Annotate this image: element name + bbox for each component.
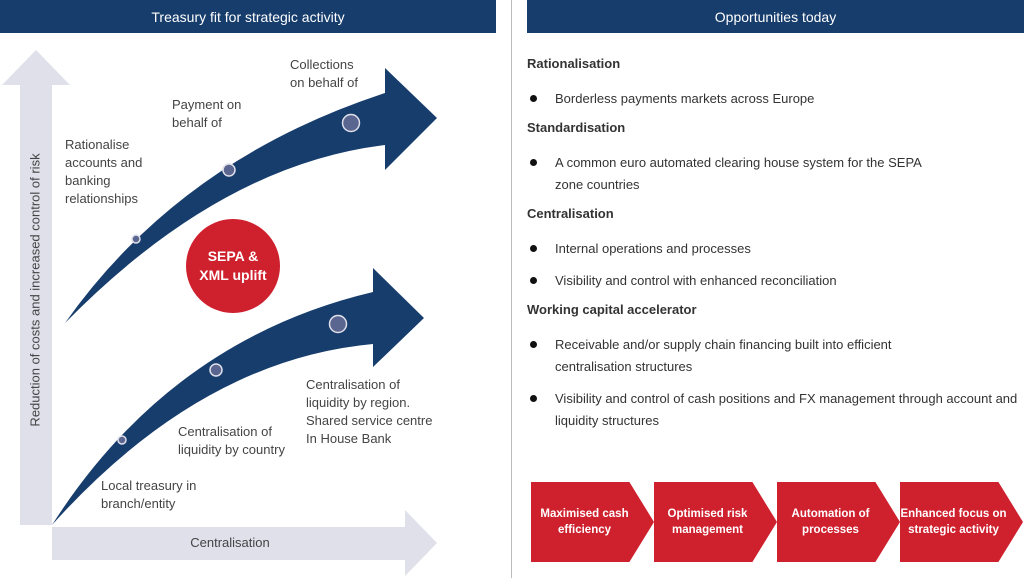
outcome-chevron: Maximised cash efficiency (531, 482, 654, 562)
section-heading: Centralisation (527, 206, 614, 221)
x-axis-label: Centralisation (190, 535, 270, 550)
outcome-chevron: Optimised risk management (654, 482, 777, 562)
outcome-label: Enhanced focus on strategic activity (900, 508, 1007, 536)
upper-progress-arrow (65, 68, 437, 323)
stage-marker (209, 363, 223, 377)
outcome-chevron: Enhanced focus on strategic activity (900, 482, 1023, 562)
stage-label: Centralisation of liquidity by country (178, 424, 285, 457)
panel-divider (511, 0, 512, 578)
outcome-label: Optimised risk management (667, 508, 748, 536)
x-axis-arrow (52, 510, 437, 576)
stage-marker (117, 435, 127, 445)
sepa-badge-text: SEPA & XML uplift (199, 248, 267, 283)
stage-marker (341, 113, 361, 133)
treasury-diagram (2, 50, 437, 576)
bullet-item: Visibility and control of cash positions… (527, 388, 1022, 432)
stage-label: Payment on behalf of (172, 97, 242, 130)
opportunities-list: Rationalisation Borderless payments mark… (527, 56, 1022, 442)
right-panel-title: Opportunities today (714, 8, 837, 25)
right-panel-header: Opportunities today (527, 0, 1024, 33)
stage-marker (131, 234, 141, 244)
stage-marker (328, 314, 348, 334)
lower-progress-arrow (52, 268, 424, 525)
section-heading: Working capital accelerator (527, 302, 697, 317)
left-panel-title: Treasury fit for strategic activity (151, 8, 345, 25)
outcome-chevron: Automation of processes (777, 482, 900, 562)
y-axis-label: Reduction of costs and increased control… (27, 153, 43, 427)
stage-label: Rationalise accounts and banking relatio… (65, 137, 143, 206)
outcome-label: Automation of processes (791, 508, 870, 536)
bullet-item: A common euro automated clearing house s… (527, 152, 945, 196)
bullet-item: Visibility and control with enhanced rec… (527, 270, 1022, 292)
outcome-label: Maximised cash efficiency (540, 508, 629, 536)
sepa-badge: SEPA & XML uplift (186, 219, 280, 313)
stage-marker (222, 163, 236, 177)
left-panel-header: Treasury fit for strategic activity (0, 0, 496, 33)
bullet-item: Internal operations and processes (527, 238, 1022, 260)
y-axis-arrow (2, 50, 70, 525)
bullet-item: Borderless payments markets across Europ… (527, 88, 1022, 110)
section-heading: Rationalisation (527, 56, 621, 71)
bullet-item: Receivable and/or supply chain financing… (527, 334, 915, 378)
stage-label: Centralisation of liquidity by region. S… (306, 377, 433, 446)
stage-label: Local treasury in branch/entity (101, 478, 197, 511)
section-heading: Standardisation (527, 120, 626, 135)
stage-label: Collections on behalf of (290, 57, 358, 90)
